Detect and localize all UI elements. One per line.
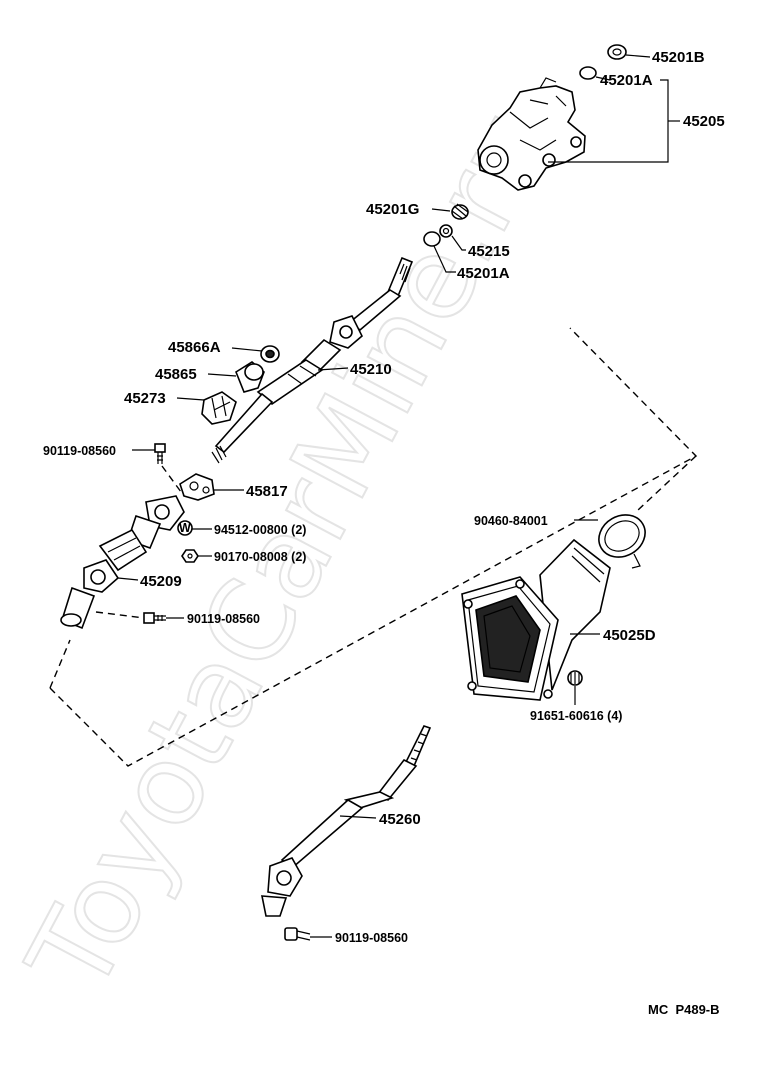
clamp-45817 bbox=[179, 473, 215, 501]
drawing-code: MC P489-B bbox=[648, 1002, 720, 1017]
label-45865: 45865 bbox=[155, 366, 197, 383]
bushing-45866a bbox=[260, 345, 280, 363]
label-45260: 45260 bbox=[379, 811, 421, 828]
spring-45201g bbox=[451, 203, 469, 220]
label-45273: 45273 bbox=[124, 390, 166, 407]
label-45210: 45210 bbox=[350, 361, 392, 378]
bushing-45865 bbox=[235, 361, 265, 393]
label-45205: 45205 bbox=[683, 113, 725, 130]
label-45201a-top: 45201A bbox=[600, 72, 653, 89]
nut-90170 bbox=[181, 549, 199, 563]
label-45201b: 45201B bbox=[652, 49, 705, 66]
ring-45215 bbox=[439, 224, 453, 238]
collar-45273 bbox=[201, 391, 237, 425]
label-90119-lower: 90119-08560 bbox=[335, 931, 408, 945]
label-94512: 94512-00800 (2) bbox=[214, 523, 306, 537]
label-45817: 45817 bbox=[246, 483, 288, 500]
bushing-45201b bbox=[607, 44, 627, 60]
label-45201g: 45201G bbox=[366, 201, 419, 218]
boot-45025d bbox=[461, 514, 646, 701]
label-45215: 45215 bbox=[468, 243, 510, 260]
bushing-45201a-top bbox=[579, 66, 597, 80]
label-45209: 45209 bbox=[140, 573, 182, 590]
bolt-90119-mid bbox=[143, 612, 166, 624]
main-shaft-45210 bbox=[211, 256, 414, 464]
intermediate-shaft-45209 bbox=[60, 495, 185, 630]
label-90119-upper: 90119-08560 bbox=[43, 444, 116, 458]
dashed-assembly-outline bbox=[49, 327, 698, 767]
lower-shaft-45260 bbox=[261, 725, 432, 917]
label-45025d: 45025D bbox=[603, 627, 656, 644]
bolt-91651 bbox=[567, 670, 583, 686]
label-45866a: 45866A bbox=[168, 339, 221, 356]
label-90170: 90170-08008 (2) bbox=[214, 550, 306, 564]
bushing-45201a-mid bbox=[423, 231, 441, 247]
label-90119-mid: 90119-08560 bbox=[187, 612, 260, 626]
bolt-90119-lower bbox=[284, 927, 311, 941]
label-90460: 90460-84001 bbox=[474, 514, 548, 528]
label-45201a-mid: 45201A bbox=[457, 265, 510, 282]
washer-mark: W bbox=[179, 521, 191, 535]
bolt-90119-upper bbox=[154, 443, 166, 464]
column-housing-45205 bbox=[477, 77, 586, 191]
label-91651: 91651-60616 (4) bbox=[530, 709, 622, 723]
washer-94512: W bbox=[177, 520, 193, 536]
